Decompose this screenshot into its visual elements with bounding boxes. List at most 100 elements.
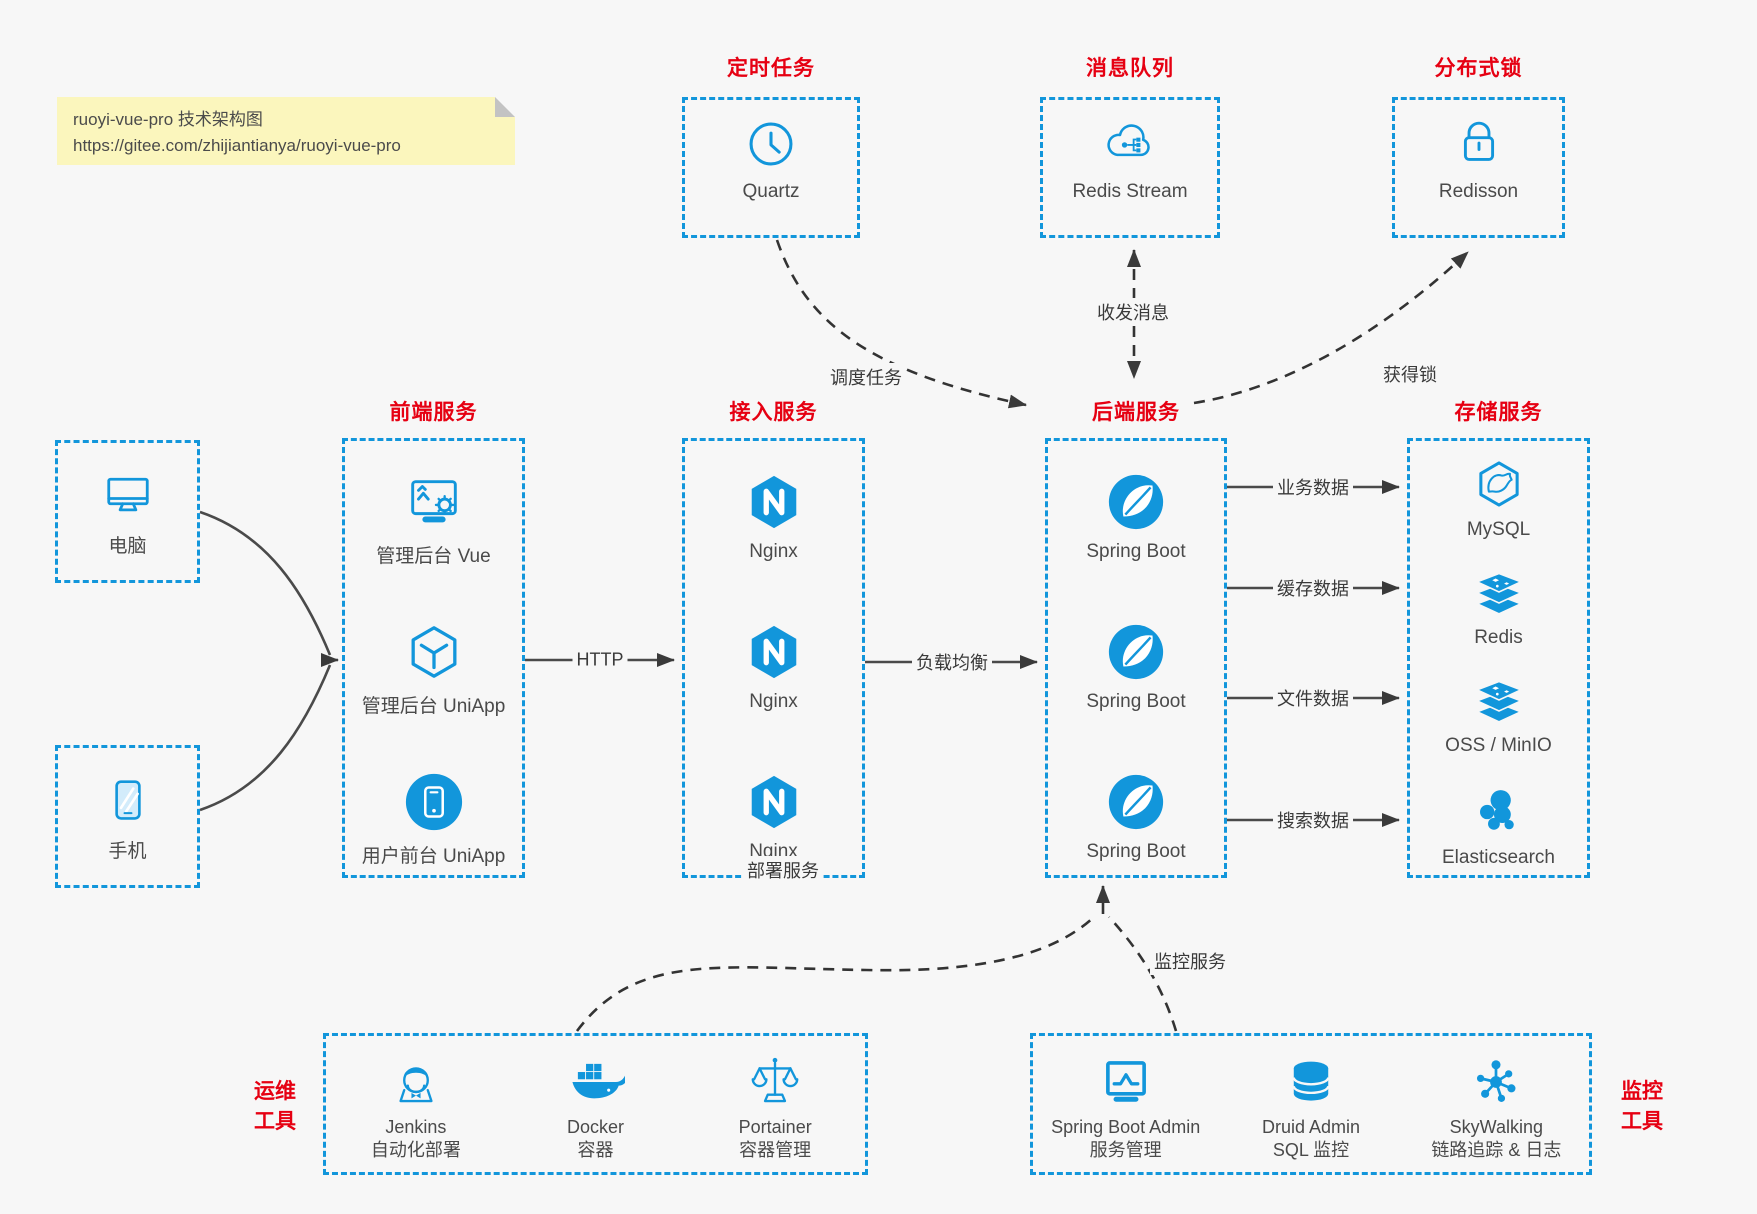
spring-boot-label-2: Spring Boot (1086, 691, 1186, 712)
title-access-services: 接入服务 (729, 401, 818, 424)
title-message-queue: 消息队列 (1086, 57, 1174, 80)
phone-client-box: 手机 (55, 745, 200, 888)
backend-services-box: Spring Boot Spring Boot Spring Boot (1045, 438, 1227, 878)
redis-stream-node: Redis Stream (1043, 115, 1217, 203)
schedule-edge-label: 调度任务 (826, 363, 906, 391)
title-scheduled-tasks: 定时任务 (727, 57, 815, 80)
admin-uniapp-label: 管理后台 UniApp (361, 696, 506, 717)
spring-boot-node-2: Spring Boot (1048, 621, 1224, 713)
deploy-edge-label: 部署服务 (743, 856, 823, 884)
skywalking-node: SkyWalking 链路追踪 & 日志 (1404, 1036, 1589, 1172)
oss-minio-node: OSS / MinIO (1410, 673, 1587, 757)
monitor-edge-label: 监控服务 (1150, 947, 1230, 975)
docker-node: Docker 容器 (506, 1036, 686, 1172)
spring-boot-icon (1105, 621, 1167, 683)
uniapp-cube-icon (403, 621, 465, 683)
nginx-icon (743, 471, 805, 533)
spring-boot-node-3: Spring Boot (1048, 771, 1224, 863)
oss-minio-label: OSS / MinIO (1445, 735, 1552, 756)
quartz-box: Quartz (682, 97, 860, 238)
portainer-desc: 容器管理 (739, 1140, 812, 1161)
spring-boot-label-3: Spring Boot (1086, 841, 1186, 862)
skywalking-desc: 链路追踪 & 日志 (1431, 1140, 1562, 1161)
business-data-edge-label: 业务数据 (1273, 473, 1353, 501)
druid-icon (1282, 1053, 1340, 1111)
title-backend-services: 后端服务 (1092, 401, 1180, 424)
lock-edge-label: 获得锁 (1379, 360, 1441, 388)
note-url: https://gitee.com/zhijiantianya/ruoyi-vu… (73, 135, 401, 155)
druid-desc: SQL 监控 (1272, 1140, 1350, 1161)
redis-label: Redis (1474, 627, 1523, 648)
phone-label: 手机 (108, 841, 147, 862)
docker-desc: 容器 (577, 1140, 614, 1161)
pc-label: 电脑 (108, 536, 147, 557)
jenkins-icon (387, 1053, 445, 1111)
mq-cloud-icon (1101, 115, 1159, 173)
desktop-icon (100, 467, 156, 523)
nginx-node-3: Nginx (685, 771, 862, 863)
quartz-label: Quartz (742, 181, 800, 202)
oss-minio-icon (1472, 673, 1526, 727)
druid-node: Druid Admin SQL 监控 (1218, 1036, 1403, 1172)
ops-tools-label: 运维 工具 (254, 1080, 296, 1134)
spring-boot-admin-node: Spring Boot Admin 服务管理 (1033, 1036, 1218, 1172)
mysql-node: MySQL (1410, 457, 1587, 541)
admin-vue-icon (403, 471, 465, 533)
message-edge-label: 收发消息 (1093, 298, 1173, 326)
user-uniapp-icon (403, 771, 465, 833)
title-storage-services: 存储服务 (1454, 401, 1543, 424)
cache-data-edge-label: 缓存数据 (1273, 574, 1353, 602)
portainer-icon (746, 1053, 804, 1111)
monitor-tools-box: Spring Boot Admin 服务管理 Druid Admin SQL 监… (1030, 1033, 1592, 1175)
title-frontend-services: 前端服务 (389, 401, 478, 424)
elasticsearch-icon (1472, 785, 1526, 839)
redisson-label: Redisson (1438, 181, 1519, 202)
quartz-node: Quartz (685, 115, 857, 203)
elasticsearch-node: Elasticsearch (1410, 785, 1587, 869)
elasticsearch-label: Elasticsearch (1442, 847, 1555, 868)
lock-icon (1450, 115, 1508, 173)
druid-name: Druid Admin (1261, 1117, 1361, 1137)
clock-icon (742, 115, 800, 173)
user-uniapp-label: 用户前台 UniApp (361, 846, 506, 867)
nginx-node-1: Nginx (685, 471, 862, 563)
mysql-icon (1472, 457, 1526, 511)
redis-stream-label: Redis Stream (1072, 181, 1188, 202)
edge-phone-to-frontend (199, 664, 332, 812)
file-data-edge-label: 文件数据 (1273, 684, 1353, 712)
docker-name: Docker (567, 1117, 625, 1137)
admin-vue-node: 管理后台 Vue (345, 471, 522, 568)
spring-boot-node-1: Spring Boot (1048, 471, 1224, 563)
note-title: ruoyi-vue-pro 技术架构图 (73, 110, 263, 129)
load-balance-edge-label: 负载均衡 (912, 648, 992, 676)
access-services-box: Nginx Nginx Nginx (682, 438, 865, 878)
nginx-node-2: Nginx (685, 621, 862, 713)
redis-icon (1472, 565, 1526, 619)
redis-node: Redis (1410, 565, 1587, 649)
jenkins-node: Jenkins 自动化部署 (326, 1036, 506, 1172)
ops-tools-box: Jenkins 自动化部署 Docker 容器 (323, 1033, 868, 1175)
docker-icon (567, 1053, 625, 1111)
nginx-icon (743, 771, 805, 833)
spring-boot-icon (1105, 471, 1167, 533)
http-edge-label: HTTP (572, 648, 628, 672)
jenkins-desc: 自动化部署 (370, 1140, 461, 1161)
jenkins-name: Jenkins (385, 1117, 447, 1137)
frontend-services-box: 管理后台 Vue 管理后台 UniApp (342, 438, 525, 878)
admin-vue-label: 管理后台 Vue (376, 546, 491, 567)
admin-uniapp-node: 管理后台 UniApp (345, 621, 522, 718)
redis-stream-box: Redis Stream (1040, 97, 1220, 238)
mysql-label: MySQL (1466, 519, 1531, 540)
title-distributed-lock: 分布式锁 (1434, 57, 1523, 80)
mobile-icon (100, 772, 156, 828)
edge-pc-to-frontend (199, 510, 332, 656)
edge-deploy (575, 914, 1097, 1032)
redisson-box: Redisson (1392, 97, 1565, 238)
monitor-tools-label: 监控 工具 (1621, 1080, 1663, 1134)
portainer-name: Portainer (738, 1117, 812, 1137)
nginx-icon (743, 621, 805, 683)
spring-boot-label-1: Spring Boot (1086, 541, 1186, 562)
spring-boot-admin-icon (1097, 1053, 1155, 1111)
portainer-node: Portainer 容器管理 (685, 1036, 865, 1172)
